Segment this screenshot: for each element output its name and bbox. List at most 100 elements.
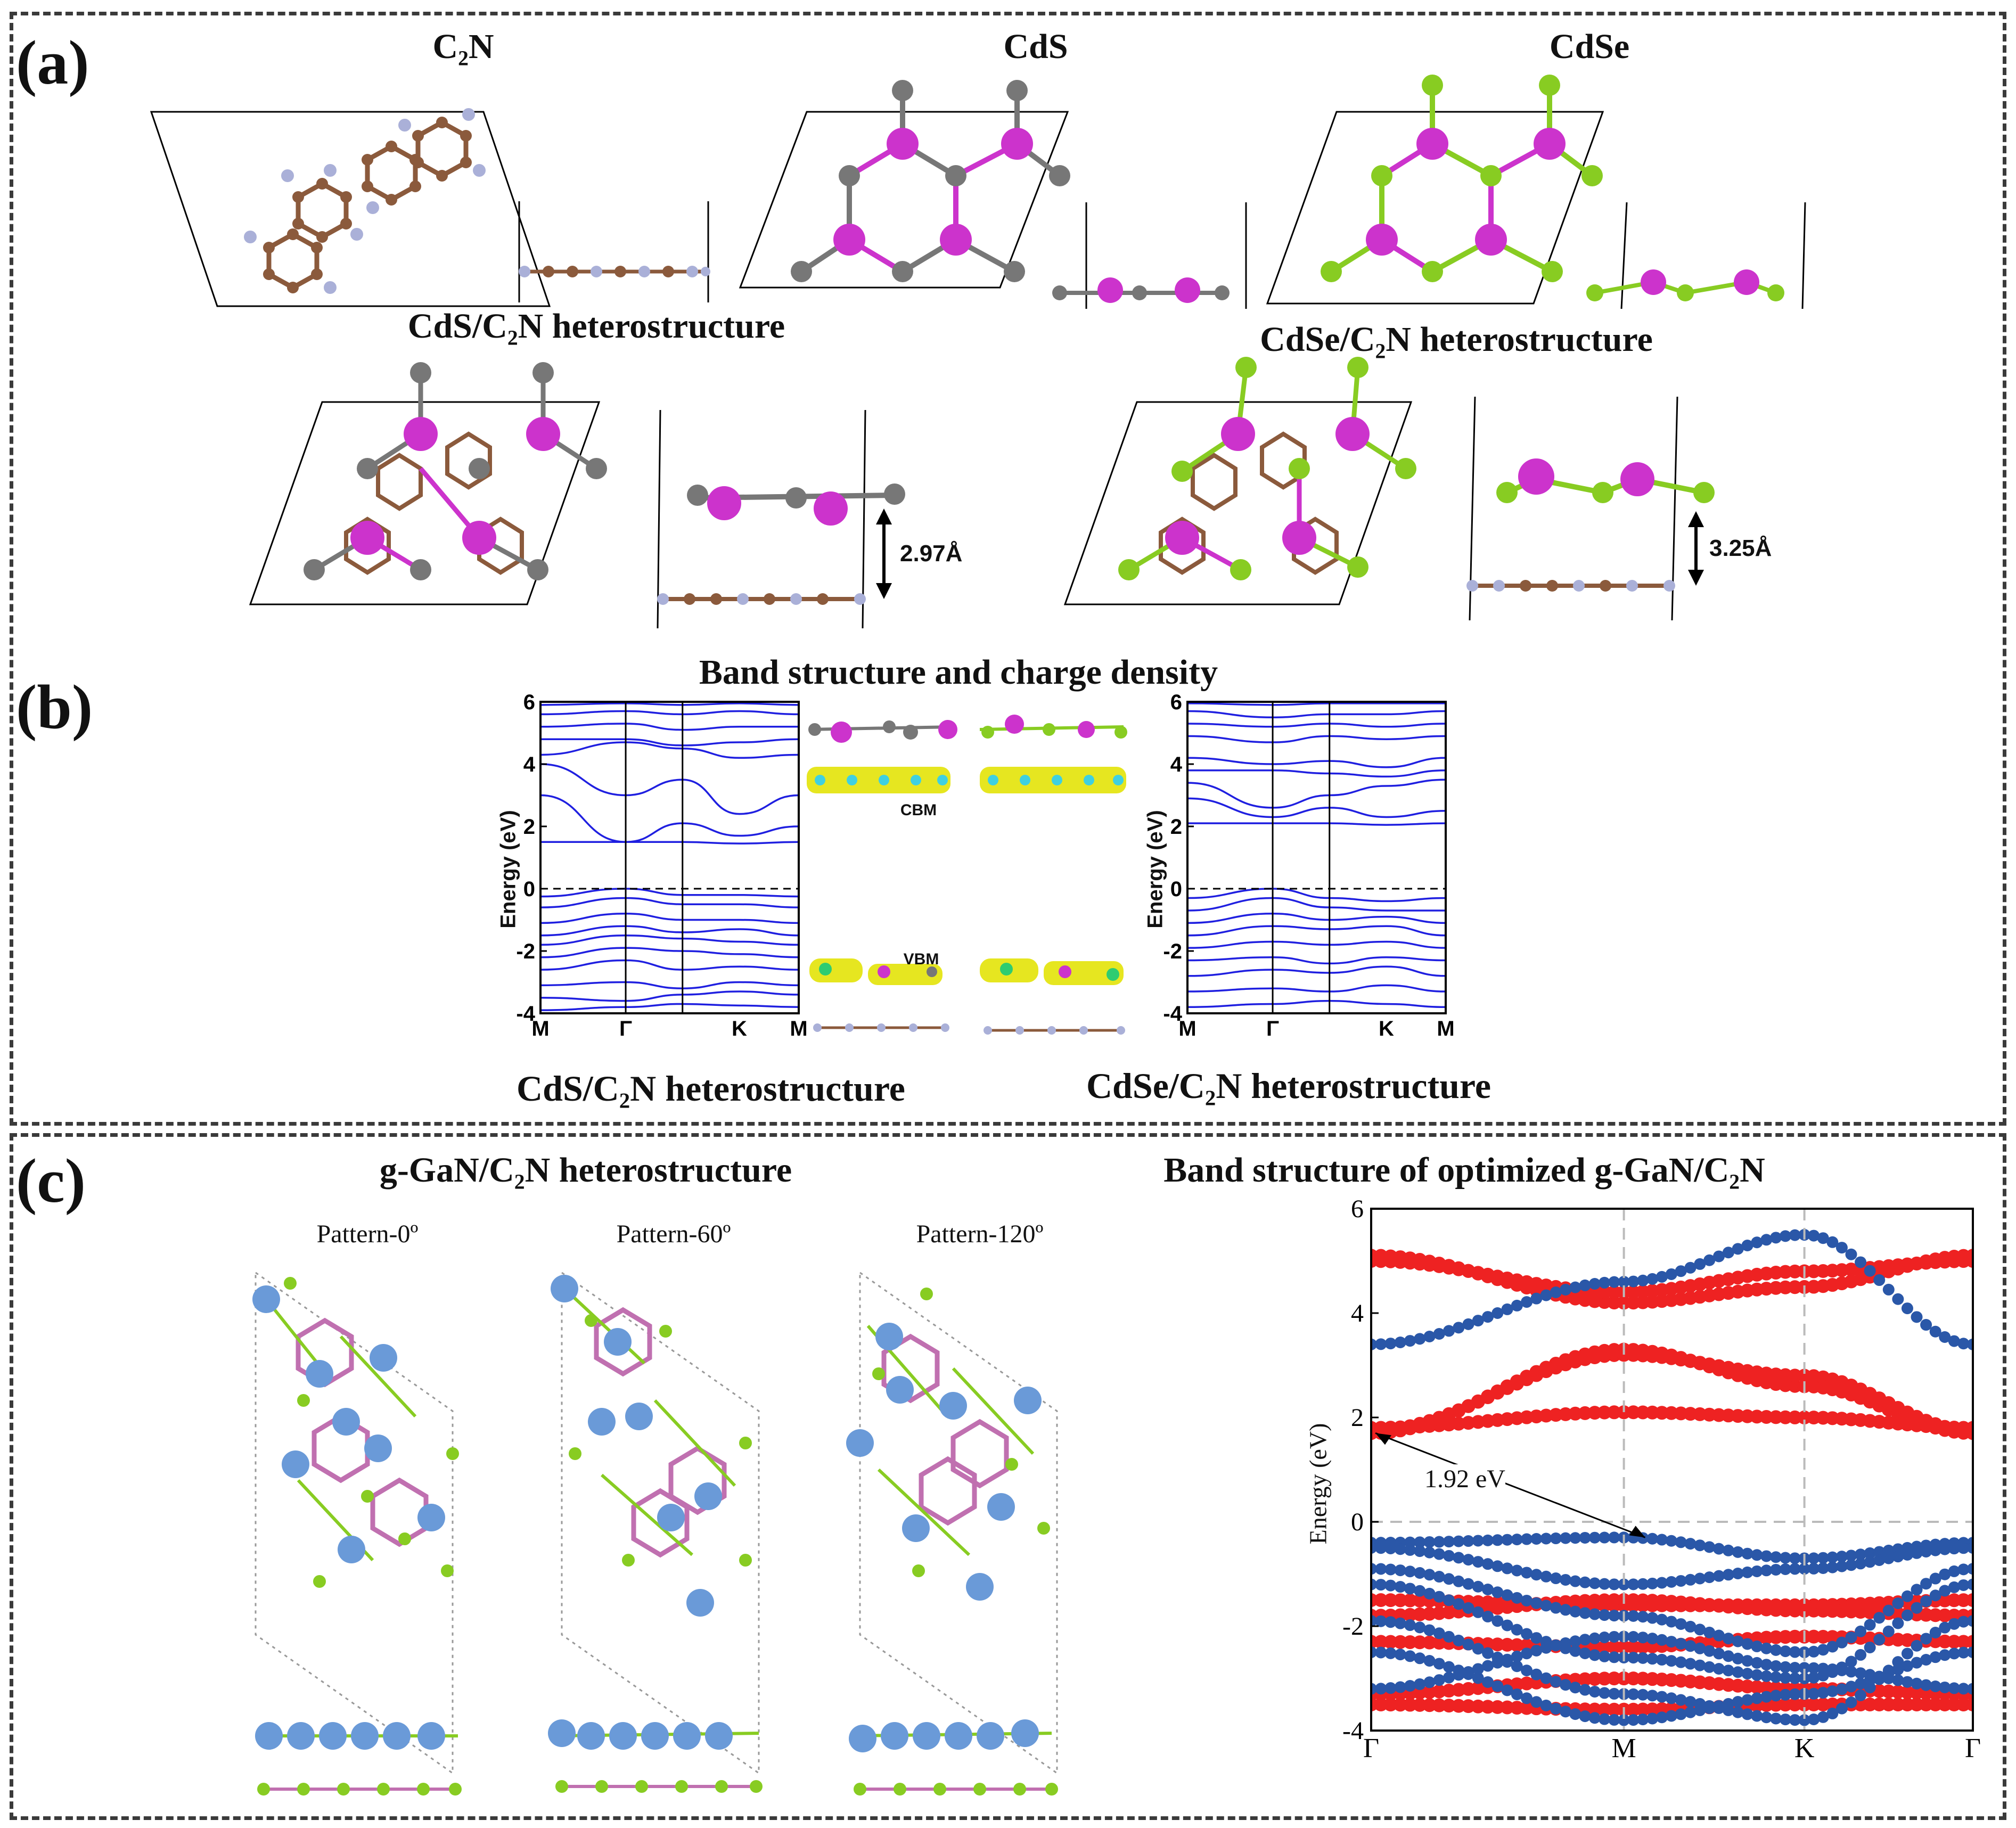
kpoint-label: K (1379, 1017, 1394, 1040)
blue-band-point (1569, 1635, 1581, 1647)
blue-band-point (1845, 1681, 1857, 1693)
blue-band-point (1732, 1546, 1744, 1558)
blue-band-point (1741, 1638, 1753, 1650)
vbm-label: VBM (903, 950, 939, 968)
ytick-label: 6 (523, 691, 535, 714)
ytick-label: -4 (516, 1002, 535, 1026)
blue-band-point (1472, 1556, 1484, 1568)
blue-band-point (1560, 1637, 1572, 1649)
blue-band-point (1414, 1678, 1426, 1690)
red-band-point (1597, 1593, 1612, 1608)
blue-band-point (1414, 1567, 1426, 1579)
red-band-point (1383, 1593, 1398, 1608)
c2n-top-view (150, 75, 1806, 309)
blue-band-point (1948, 1335, 1960, 1347)
blue-band-point (1423, 1536, 1436, 1548)
blue-band-point (1817, 1711, 1829, 1723)
blue-band-point (1599, 1687, 1611, 1699)
blue-band-point (1608, 1276, 1620, 1288)
red-band-point (1422, 1635, 1437, 1650)
blue-band-point (1569, 1682, 1581, 1694)
title-cdse: CdSe (1549, 27, 1630, 66)
blue-band-point (1579, 1634, 1591, 1646)
pattern-60-structure (548, 1271, 760, 1775)
blue-band-point (1779, 1714, 1791, 1726)
blue-band-point (1443, 1661, 1455, 1673)
cdse-atoms (1321, 75, 1603, 282)
blue-band-point (1511, 1688, 1523, 1700)
blue-band-point (1608, 1630, 1620, 1643)
blue-band-point (1472, 1606, 1484, 1618)
blue-band-point (1722, 1650, 1734, 1662)
blue-band-point (1779, 1688, 1791, 1701)
blue-band-point (1855, 1689, 1867, 1701)
blue-band-point (1404, 1650, 1416, 1662)
blue-band-point (1826, 1641, 1839, 1653)
red-band-point (1966, 1593, 1973, 1607)
blue-band-point (1892, 1293, 1904, 1305)
red-band-point (1481, 1637, 1495, 1651)
red-band-point (1490, 1637, 1505, 1652)
blue-band-point (1957, 1563, 1970, 1576)
blue-band-point (1741, 1708, 1753, 1720)
blue-band-point (1588, 1577, 1601, 1589)
blue-band-point (1901, 1590, 1913, 1602)
blue-band-point (1375, 1683, 1387, 1695)
red-band-point (1587, 1671, 1602, 1686)
blue-band-point (1873, 1670, 1886, 1683)
blue-band-point (1433, 1536, 1445, 1548)
blue-band-point (1826, 1663, 1839, 1676)
gap-arrow-head-start (1375, 1433, 1391, 1445)
blue-band-point (1911, 1602, 1923, 1614)
red-band-point (1413, 1698, 1427, 1712)
blue-band-point (1443, 1325, 1455, 1337)
blue-band-point (1939, 1621, 1951, 1634)
red-band-point (1403, 1608, 1417, 1622)
blue-band-point (1521, 1567, 1533, 1579)
blue-band-point (1808, 1552, 1820, 1564)
blue-band-point (1808, 1662, 1820, 1674)
blue-band-point (1760, 1564, 1773, 1577)
blue-band-point (1511, 1592, 1523, 1604)
blue-band-point (1637, 1688, 1649, 1701)
blue-band-point (1684, 1620, 1697, 1633)
blue-band-point (1929, 1544, 1941, 1556)
blue-band-point (1375, 1338, 1387, 1350)
red-band-point (1500, 1700, 1514, 1715)
blue-band-point (1770, 1671, 1782, 1683)
red-band-point (1471, 1699, 1485, 1714)
blue-band-point (1627, 1610, 1640, 1622)
gan-structures (252, 1271, 1058, 1796)
pattern-0-label: Pattern-0º (316, 1220, 419, 1248)
blue-band-point (1453, 1669, 1465, 1681)
blue-band-point (1703, 1571, 1716, 1584)
blue-band-point (1873, 1612, 1886, 1624)
blue-band-point (1569, 1645, 1581, 1657)
blue-band-point (1569, 1532, 1581, 1544)
blue-band-point (1569, 1605, 1581, 1618)
blue-band-point (1798, 1714, 1810, 1726)
blue-band-point (1511, 1564, 1523, 1577)
red-band-point (1788, 1410, 1802, 1424)
blue-band-point (1656, 1691, 1668, 1703)
band-line-16 (540, 710, 799, 716)
ytick-label: 0 (1170, 878, 1182, 901)
blue-band-point (1957, 1542, 1970, 1554)
blue-band-point (1684, 1261, 1697, 1274)
blue-band-point (1371, 1646, 1377, 1658)
ytick-label: 4 (1351, 1299, 1364, 1327)
blue-band-point (1656, 1534, 1668, 1546)
red-band-point (1568, 1594, 1583, 1609)
blue-band-point (1835, 1242, 1848, 1254)
blue-band-point (1394, 1581, 1406, 1593)
blue-band-point (1703, 1254, 1716, 1266)
ytick-label: 0 (1351, 1508, 1364, 1536)
blue-band-point (1817, 1552, 1829, 1564)
blue-band-point (1550, 1532, 1562, 1545)
blue-band-point (1453, 1598, 1465, 1610)
band-line-3 (540, 959, 799, 971)
blue-band-point (1646, 1653, 1659, 1665)
blue-band-point (1901, 1647, 1913, 1660)
blue-band-point (1920, 1595, 1932, 1608)
blue-band-point (1637, 1652, 1649, 1664)
